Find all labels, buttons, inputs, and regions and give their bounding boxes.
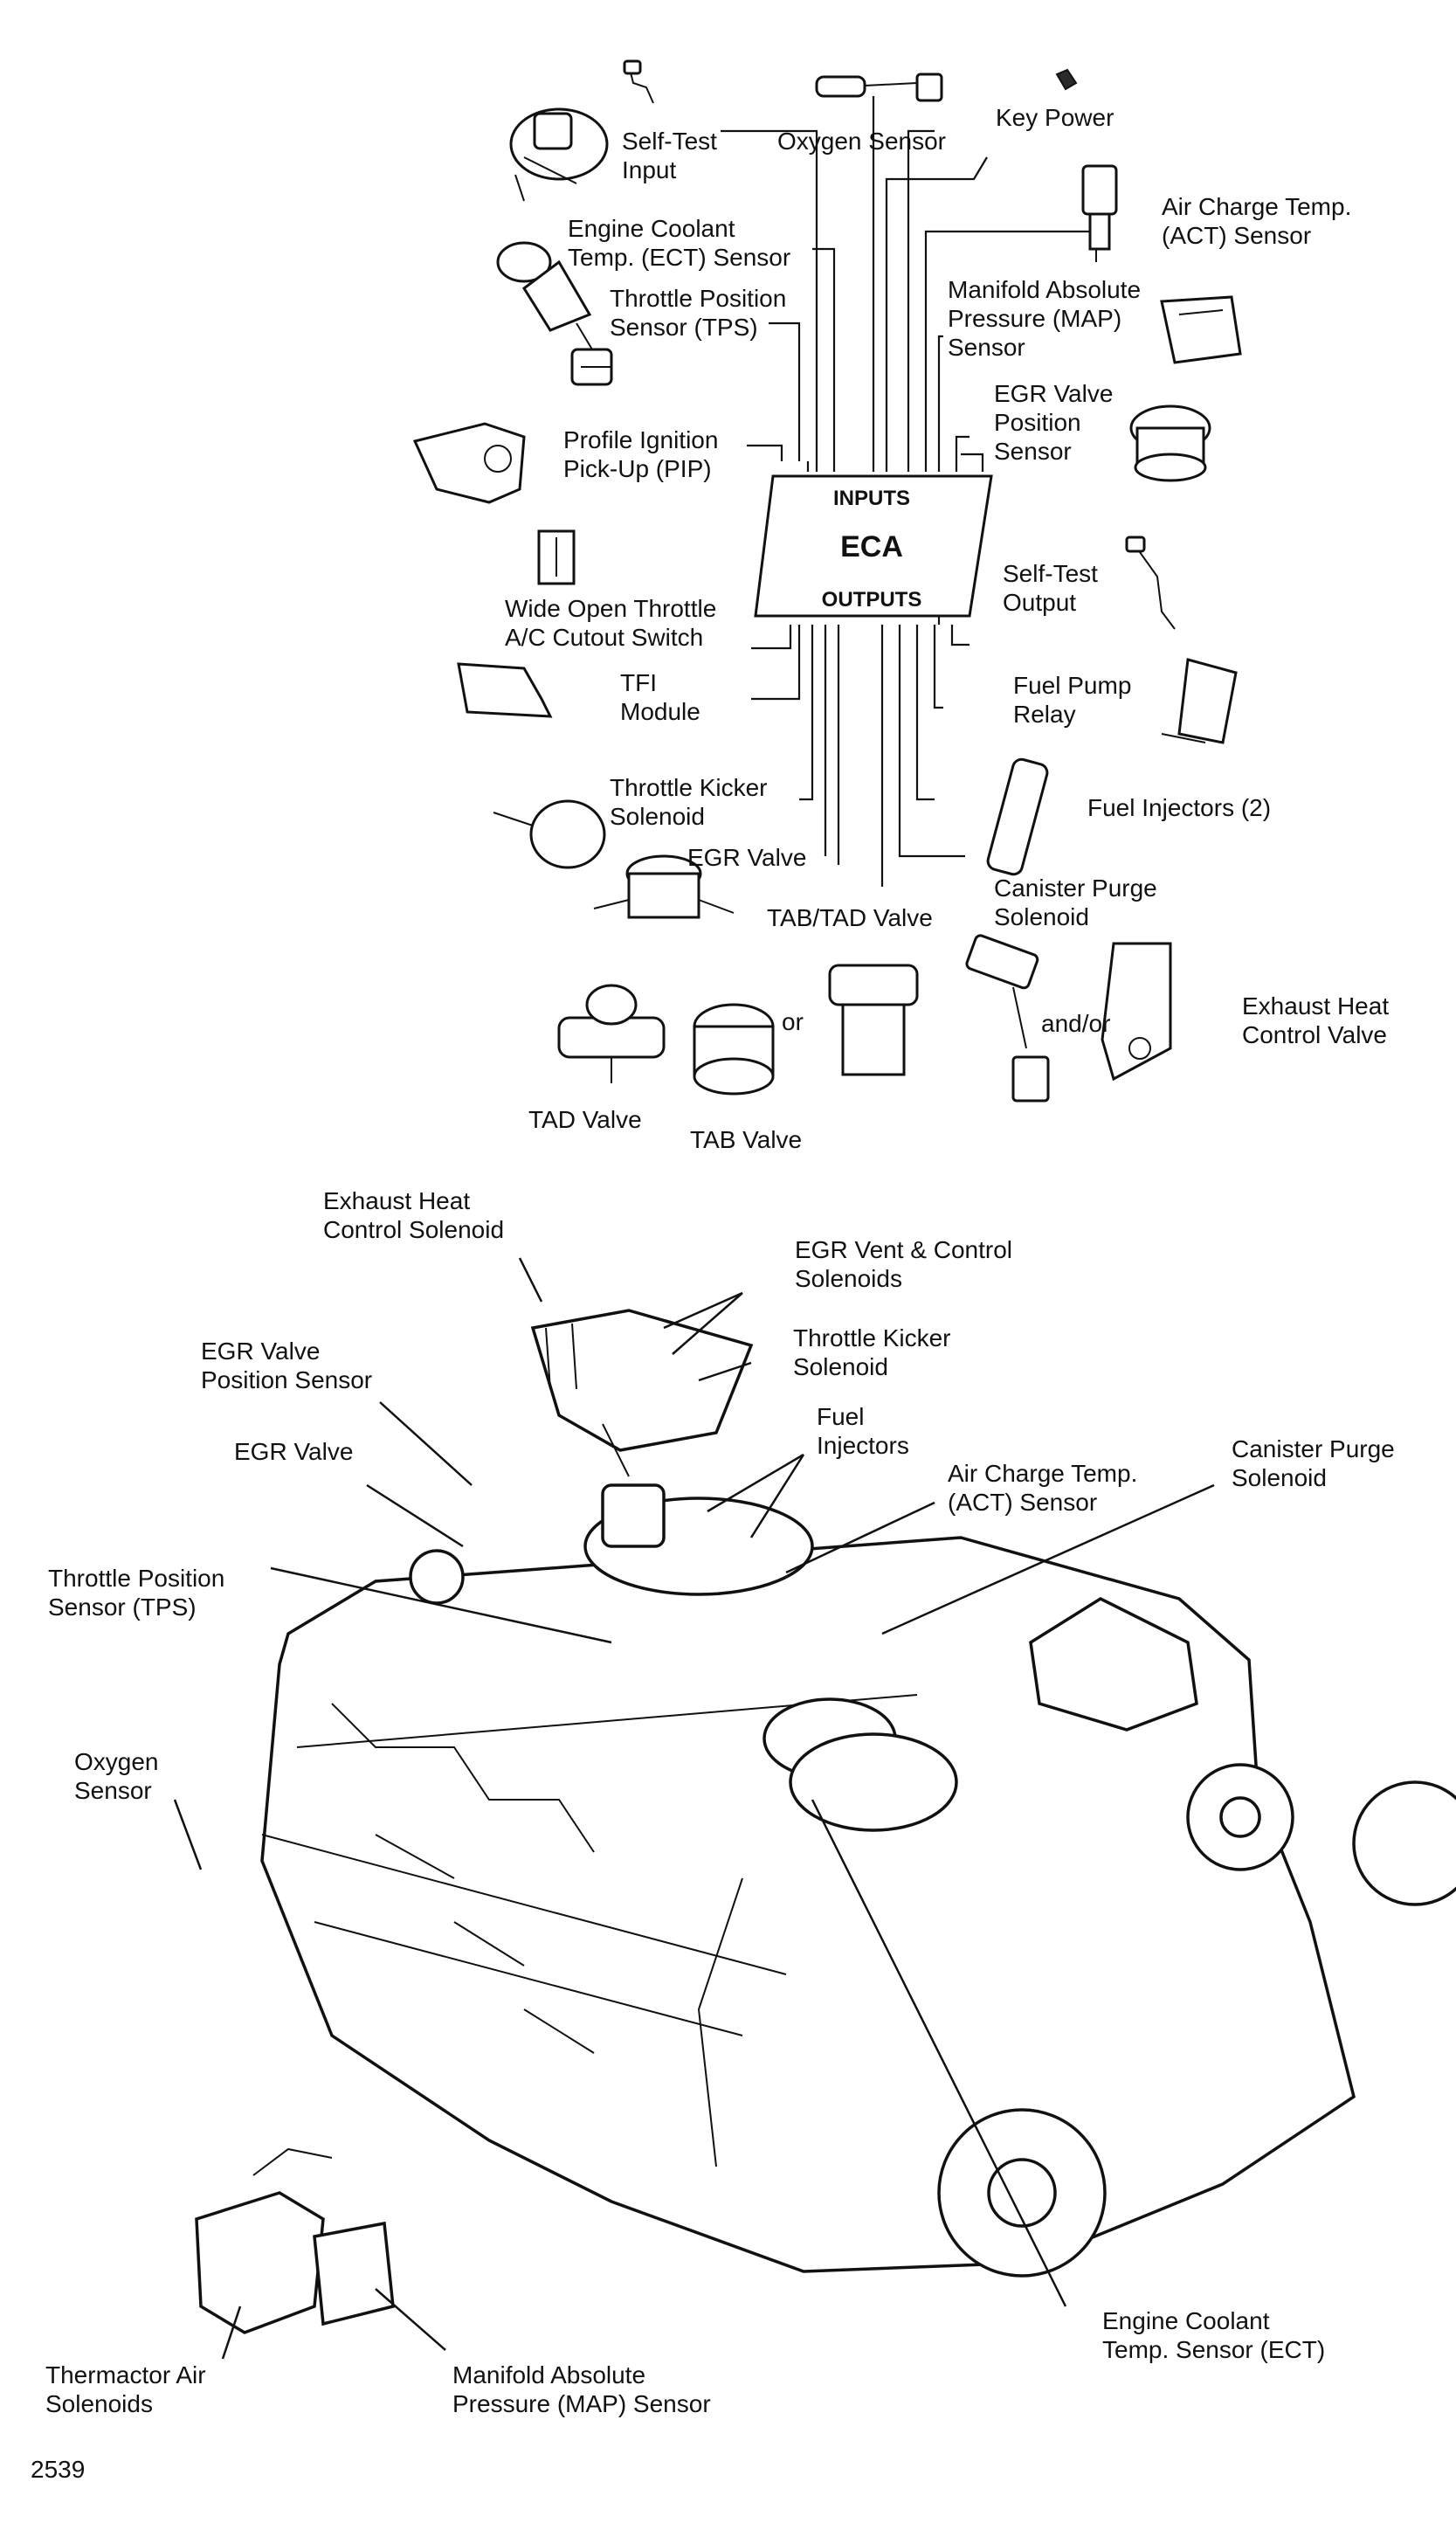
ect-sensor-icon <box>496 241 612 377</box>
label-throttle-kicker: Throttle Kicker Solenoid <box>610 774 768 830</box>
eca-module: INPUTS ECA OUTPUTS <box>754 474 993 618</box>
label-key-power: Key Power <box>996 104 1114 131</box>
label-exhaust-heat-valve: Exhaust Heat Control Valve <box>1242 992 1390 1048</box>
label-thermactor: Thermactor Air Solenoids <box>45 2361 206 2417</box>
tps-sensor-icon <box>570 348 613 386</box>
label-map-sensor: Manifold Absolute Pressure (MAP) Sensor <box>948 276 1142 361</box>
egr-position-sensor-icon <box>1129 404 1211 482</box>
label-act-sensor: Air Charge Temp. (ACT) Sensor <box>1162 193 1352 249</box>
label-wot-switch: Wide Open Throttle A/C Cutout Switch <box>505 595 717 651</box>
label-engine-act-sensor: Air Charge Temp. (ACT) Sensor <box>948 1460 1138 1516</box>
label-self-test-input: Self-Test Input <box>622 128 717 183</box>
engine-leader-lines <box>173 1257 1215 2360</box>
exhaust-heat-valve-icon <box>1101 942 1172 1082</box>
label-canister-purge: Canister Purge Solenoid <box>994 874 1157 930</box>
eca-inputs-label: INPUTS <box>833 487 910 510</box>
label-tad-valve: TAD Valve <box>528 1106 642 1133</box>
label-and-or: and/or <box>1041 1010 1111 1037</box>
label-tps: Throttle Position Sensor (TPS) <box>610 285 787 341</box>
egr-valve-icon <box>593 854 735 919</box>
eca-outputs-label: OUTPUTS <box>822 588 922 612</box>
label-engine-tps: Throttle Position Sensor (TPS) <box>48 1565 225 1621</box>
wot-switch-icon <box>537 529 576 585</box>
label-engine-egr-position: EGR Valve Position Sensor <box>201 1338 373 1393</box>
label-engine-fuel-injectors: Fuel Injectors <box>817 1403 909 1459</box>
fuel-pump-relay-icon <box>1161 658 1238 744</box>
engine-illustration <box>260 1483 1456 2278</box>
act-sensor-icon <box>1081 164 1118 262</box>
tab-valve-icon <box>693 1003 775 1096</box>
label-egr-valve: EGR Valve <box>687 844 807 871</box>
tab-tad-valve-icon <box>828 964 919 1076</box>
label-engine-canister-purge: Canister Purge Solenoid <box>1232 1435 1395 1491</box>
label-oxygen-sensor: Oxygen Sensor <box>777 128 946 155</box>
label-or: or <box>782 1008 804 1035</box>
label-ect-sensor: Engine Coolant Temp. (ECT) Sensor <box>568 215 791 271</box>
throttle-kicker-icon <box>493 799 606 869</box>
oxygen-sensor-icon <box>815 73 943 102</box>
label-pip: Profile Ignition Pick-Up (PIP) <box>563 426 719 482</box>
label-engine-oxygen-sensor: Oxygen Sensor <box>74 1748 159 1804</box>
label-egr-position: EGR Valve Position Sensor <box>994 380 1114 465</box>
thermactor-map-assembly-icon <box>195 2147 395 2334</box>
self-test-input-connector-icon <box>623 59 654 104</box>
self-test-input-sensor-icon <box>509 107 609 202</box>
label-engine-ect-sensor: Engine Coolant Temp. Sensor (ECT) <box>1102 2307 1326 2363</box>
label-egr-vent-control: EGR Vent & Control Solenoids <box>795 1236 1013 1292</box>
self-test-output-connector-icon <box>1125 536 1176 630</box>
label-tab-tad-valve: TAB/TAD Valve <box>767 904 933 931</box>
figure-number: 2539 <box>31 2456 86 2483</box>
fuel-injector-icon <box>986 757 1049 876</box>
input-wires <box>721 96 1109 472</box>
eca-title: ECA <box>840 530 903 563</box>
pip-sensor-icon <box>412 422 526 504</box>
label-engine-egr-valve: EGR Valve <box>234 1438 354 1465</box>
label-tfi-module: TFI Module <box>620 669 700 725</box>
solenoid-cluster-icon <box>530 1309 754 1477</box>
output-wires <box>751 616 970 887</box>
map-sensor-icon <box>1160 295 1242 364</box>
tad-valve-icon <box>557 984 666 1083</box>
label-engine-throttle-kicker: Throttle Kicker Solenoid <box>793 1324 951 1380</box>
label-tab-valve: TAB Valve <box>690 1126 803 1153</box>
label-exhaust-heat-solenoid: Exhaust Heat Control Solenoid <box>323 1187 505 1243</box>
key-power-connector-icon <box>1055 68 1078 91</box>
tfi-module-icon <box>457 662 553 718</box>
label-engine-map-sensor: Manifold Absolute Pressure (MAP) Sensor <box>452 2361 711 2417</box>
label-fuel-injectors: Fuel Injectors (2) <box>1087 794 1272 821</box>
label-self-test-output: Self-Test Output <box>1003 560 1098 616</box>
canister-purge-icon <box>965 934 1050 1103</box>
label-fuel-pump-relay: Fuel Pump Relay <box>1013 672 1132 728</box>
